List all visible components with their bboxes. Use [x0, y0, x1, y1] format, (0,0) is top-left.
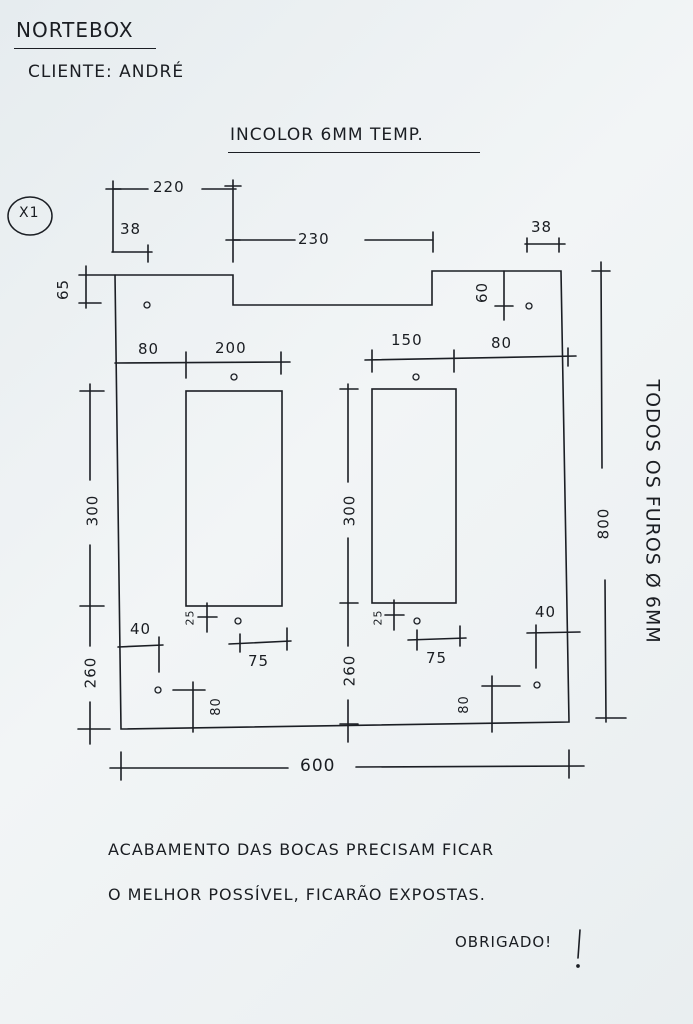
dim-260-middle: 260: [340, 654, 359, 687]
quantity-circle: [7, 196, 53, 236]
dim-800: 800: [594, 507, 613, 540]
cutout-right: [371, 388, 457, 604]
dim-75-right: 75: [426, 649, 448, 667]
dim-80-left: 80: [138, 340, 160, 358]
hole-above-cutout-right: [412, 373, 420, 381]
dim-40-left: 40: [130, 620, 152, 638]
thanks-note: OBRIGADO!: [455, 933, 553, 951]
dim-300-left: 300: [83, 494, 102, 527]
hole-bottom-right: [533, 681, 541, 689]
dim-200: 200: [215, 339, 247, 357]
dim-38-left: 38: [120, 220, 142, 238]
dim-260-left: 260: [81, 656, 100, 689]
dim-38-right: 38: [531, 218, 553, 236]
dim-75-left: 75: [248, 652, 270, 670]
client-name: CLIENTE: ANDRÉ: [28, 62, 185, 82]
hole-below-cutout-left: [234, 617, 242, 625]
panel-outline: [114, 270, 570, 730]
dim-300-middle: 300: [340, 494, 359, 527]
dim-80-bottom-right: 80: [456, 695, 472, 714]
hole-top-left: [143, 301, 151, 309]
finish-note-line2: O MELHOR POSSÍVEL, FICARÃO EXPOSTAS.: [108, 885, 486, 904]
dim-40-right: 40: [535, 603, 557, 621]
company-underline: [14, 48, 156, 49]
dim-150: 150: [391, 331, 423, 349]
dim-25-left: 25: [183, 609, 197, 626]
dim-600: 600: [300, 756, 336, 776]
dim-230: 230: [298, 230, 330, 248]
hole-bottom-left: [154, 686, 162, 694]
hole-below-cutout-right: [413, 617, 421, 625]
dim-80-right: 80: [491, 334, 513, 352]
holes-note: TODOS OS FUROS Ø 6MM: [641, 379, 664, 644]
dim-65: 65: [54, 278, 73, 301]
cutout-left: [185, 390, 283, 607]
glass-spec-underline: [228, 152, 480, 153]
hole-top-right: [525, 302, 533, 310]
company-name: NORTEBOX: [16, 18, 134, 42]
hole-above-cutout-left: [230, 373, 238, 381]
dim-25-middle: 25: [371, 609, 385, 626]
finish-note-line1: ACABAMENTO DAS BOCAS PRECISAM FICAR: [108, 840, 495, 859]
dim-60: 60: [473, 281, 492, 304]
dim-80-bottom-left: 80: [208, 697, 224, 716]
quantity-label: X1: [19, 205, 40, 221]
dim-220: 220: [153, 178, 185, 196]
glass-spec: INCOLOR 6MM TEMP.: [230, 125, 424, 145]
